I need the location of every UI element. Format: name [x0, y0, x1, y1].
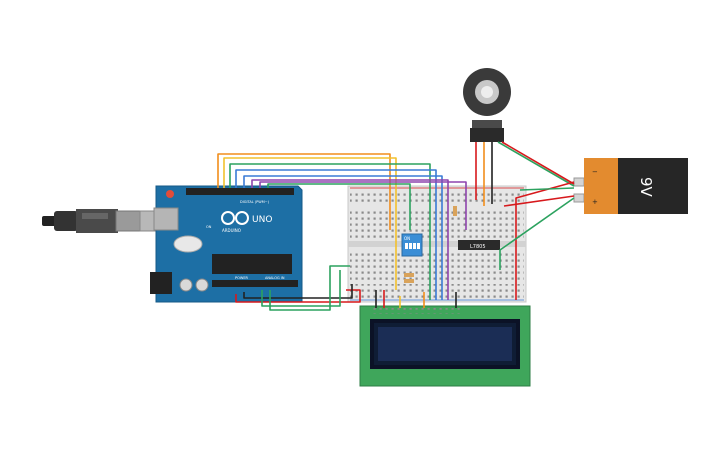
breadboard: [347, 185, 527, 303]
power-label: POWER: [235, 276, 249, 280]
potentiometer: [463, 68, 511, 142]
resistors: [404, 206, 457, 283]
lcd-display: [359, 305, 531, 387]
arduino-logo-icon: [221, 211, 249, 225]
arduino-board: UNO ARDUINO DIGITAL (PWM~) POWER ANALOG …: [150, 185, 303, 303]
uno-label: UNO: [252, 215, 272, 225]
battery-label: 9V: [637, 177, 655, 198]
dip-on-label: ON: [404, 236, 410, 241]
atmega-chip: [212, 254, 292, 274]
usb-cable: [42, 209, 157, 233]
ic-chip: L7805: [458, 240, 500, 250]
digital-label: DIGITAL (PWM~): [240, 200, 270, 204]
battery-9v: − + 9V: [573, 158, 688, 214]
ic-label: L7805: [470, 244, 486, 250]
battery-plus-label: +: [592, 198, 598, 206]
arduino-brand-label: ARDUINO: [222, 228, 241, 233]
dip-switch: ON: [401, 233, 423, 257]
digital-header: [186, 188, 294, 195]
crystal: [173, 235, 203, 253]
analog-label: ANALOG IN: [265, 276, 285, 280]
power-analog-header: [212, 280, 298, 287]
wires: [217, 141, 575, 311]
reset-button: [166, 190, 174, 198]
on-label: ON: [206, 225, 212, 229]
battery-minus-label: −: [592, 168, 598, 176]
